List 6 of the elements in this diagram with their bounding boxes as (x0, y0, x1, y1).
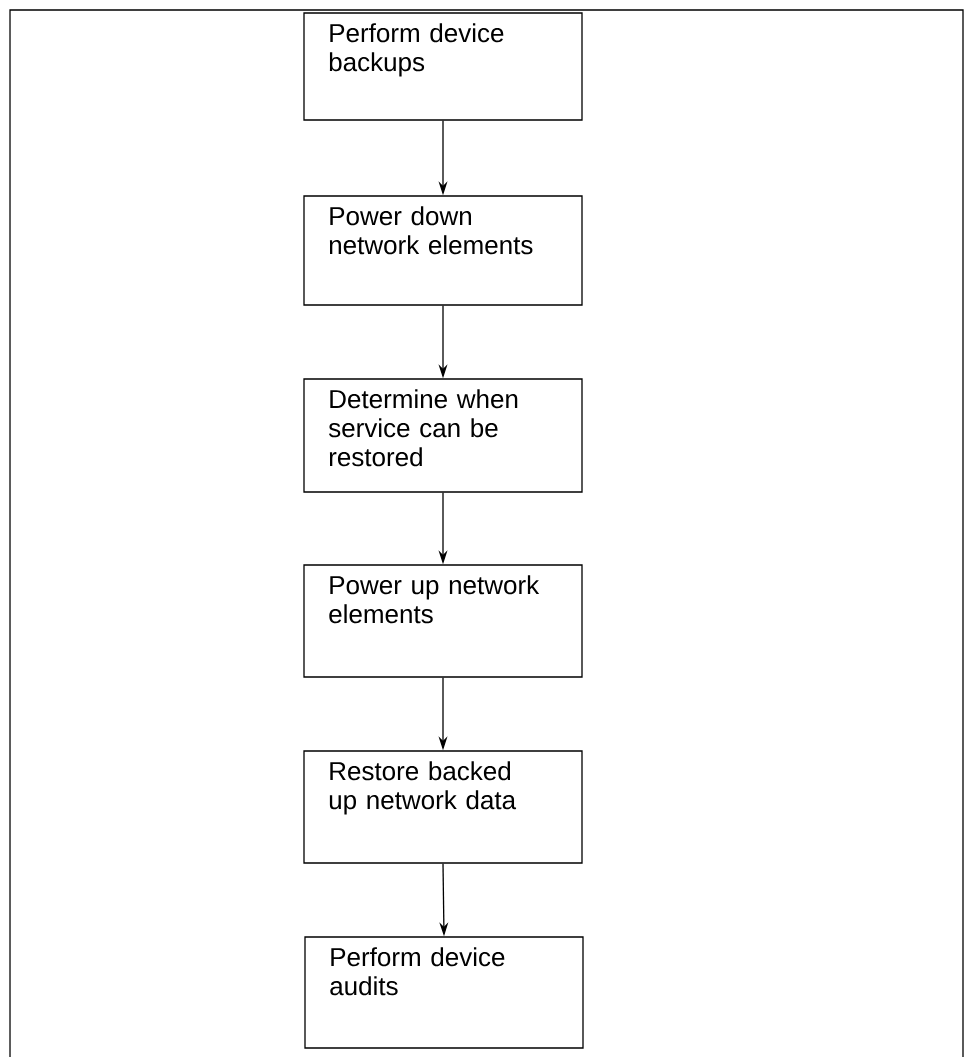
process-box: Perform device backups (303, 12, 583, 121)
process-box: Restore backed up network data (303, 750, 583, 864)
process-box: Perform device audits (304, 936, 584, 1049)
process-box: Power down network elements (303, 195, 583, 306)
process-box: Determine when service can be restored (303, 378, 583, 493)
process-box: Power up network elements (303, 564, 583, 678)
